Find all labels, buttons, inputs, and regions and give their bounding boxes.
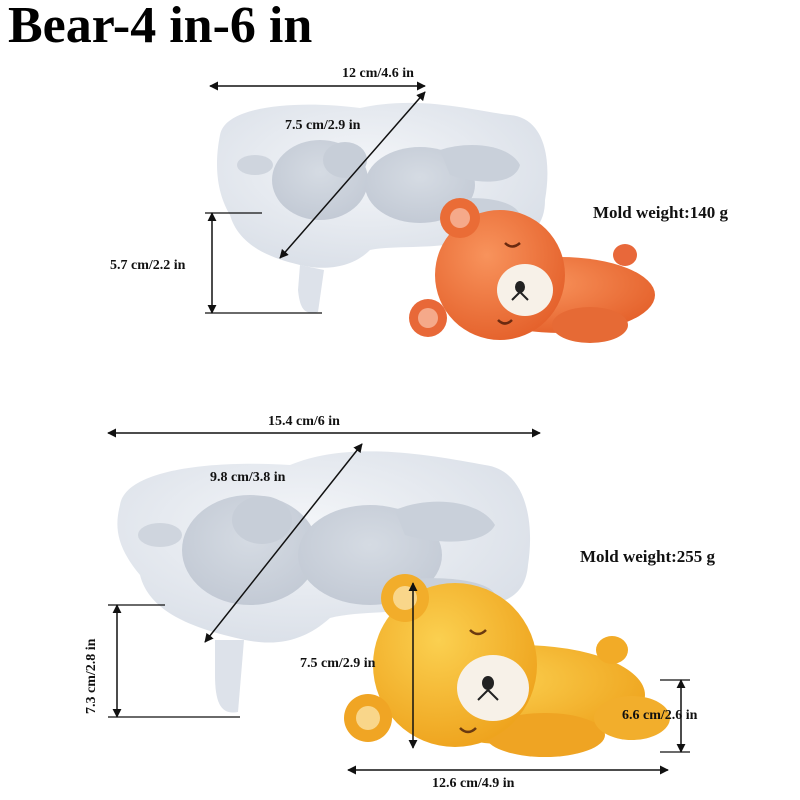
large-yellow-bear bbox=[344, 574, 670, 757]
large-width-label: 15.4 cm/6 in bbox=[268, 414, 340, 429]
small-height-label: 5.7 cm/2.2 in bbox=[110, 258, 186, 273]
large-height-label: 7.3 cm/2.8 in bbox=[84, 638, 99, 714]
bear-length-label: 12.6 cm/4.9 in bbox=[432, 776, 515, 791]
small-diagonal-line bbox=[279, 91, 426, 259]
large-weight-label: Mold weight:255 g bbox=[580, 547, 716, 566]
bear-depth-label: 6.6 cm/2.6 in bbox=[622, 708, 698, 723]
small-orange-bear bbox=[409, 198, 655, 343]
small-width-label: 12 cm/4.6 in bbox=[342, 66, 414, 81]
small-diagonal-label: 7.5 cm/2.9 in bbox=[285, 118, 361, 133]
page-title: Bear-4 in-6 in bbox=[8, 0, 313, 54]
small-weight-label: Mold weight:140 g bbox=[593, 203, 729, 222]
large-diagonal-line bbox=[204, 443, 363, 643]
large-diagonal-label: 9.8 cm/3.8 in bbox=[210, 470, 286, 485]
bear-height-label: 7.5 cm/2.9 in bbox=[300, 656, 376, 671]
